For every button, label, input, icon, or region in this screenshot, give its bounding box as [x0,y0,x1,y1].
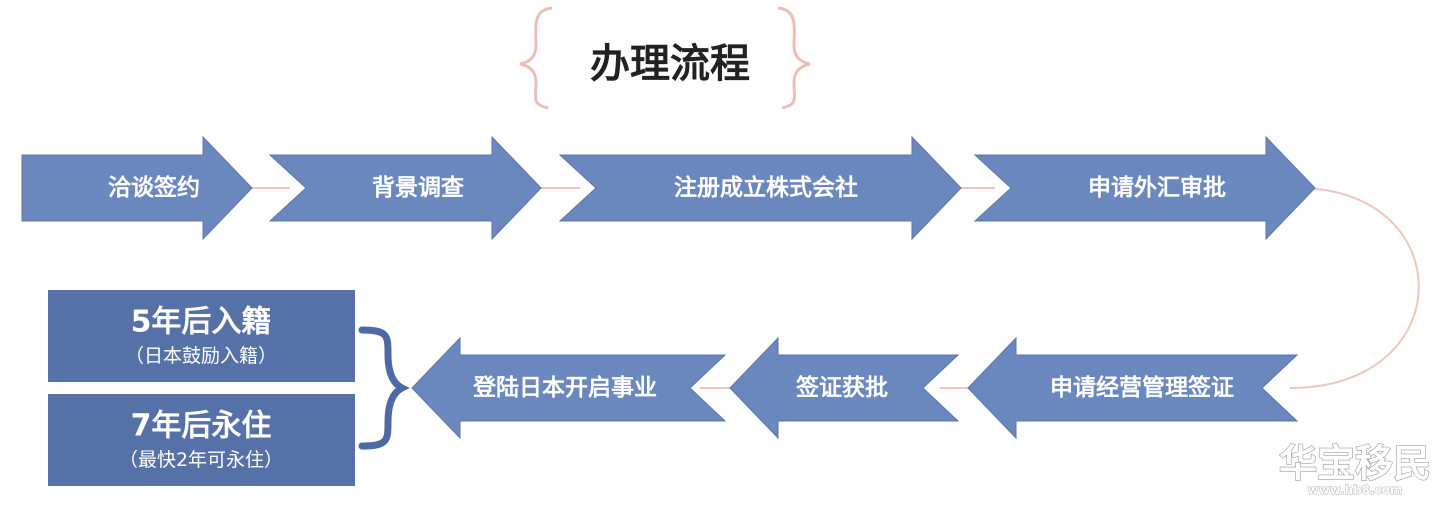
step-arrow: 洽谈签约 [21,135,253,241]
outcome-title: 7年后永住 [131,409,272,444]
step-arrow: 申请外汇审批 [973,135,1316,241]
outcome-title: 5年后入籍 [131,305,272,340]
watermark-text: 华宝移民 [1279,441,1431,486]
process-row-1: 洽谈签约 背景调查 注册成立株式会社 申请外汇审批 [21,135,1316,241]
step-label: 签证获批 [795,374,888,401]
watermark: 华宝移民 www.hb8.com [1278,440,1431,498]
step-label: 背景调查 [372,175,464,201]
step-arrow: 申请经营管理签证 [967,336,1299,440]
step-label: 洽谈签约 [108,174,200,201]
outcome-subtitle: （日本鼓励入籍） [125,345,277,367]
step-arrow: 注册成立株式会社 [558,135,962,241]
title-left-brace [519,6,553,110]
title-right-brace [777,6,811,110]
loop-connector [1289,187,1420,389]
step-arrow: 背景调查 [268,135,542,241]
process-row-2: 申请经营管理签证 签证获批 登陆日本开启事业 [411,336,1299,440]
step-arrow: 签证获批 [729,336,960,440]
step-label: 登陆日本开启事业 [472,374,657,401]
step-label: 申请经营管理签证 [1050,374,1234,401]
step-label: 注册成立株式会社 [674,174,858,201]
outcome-box: 7年后永住 （最快2年可永住） [48,394,355,486]
watermark-url: www.hb8.com [1308,483,1403,497]
outcome-bracket [358,326,410,450]
outcome-subtitle: （最快2年可永住） [119,449,283,471]
step-label: 申请外汇审批 [1088,174,1226,201]
title-group: 办理流程 [519,6,811,110]
page-title: 办理流程 [590,41,750,87]
step-arrow: 登陆日本开启事业 [411,336,727,440]
outcome-box: 5年后入籍 （日本鼓励入籍） [48,290,355,382]
